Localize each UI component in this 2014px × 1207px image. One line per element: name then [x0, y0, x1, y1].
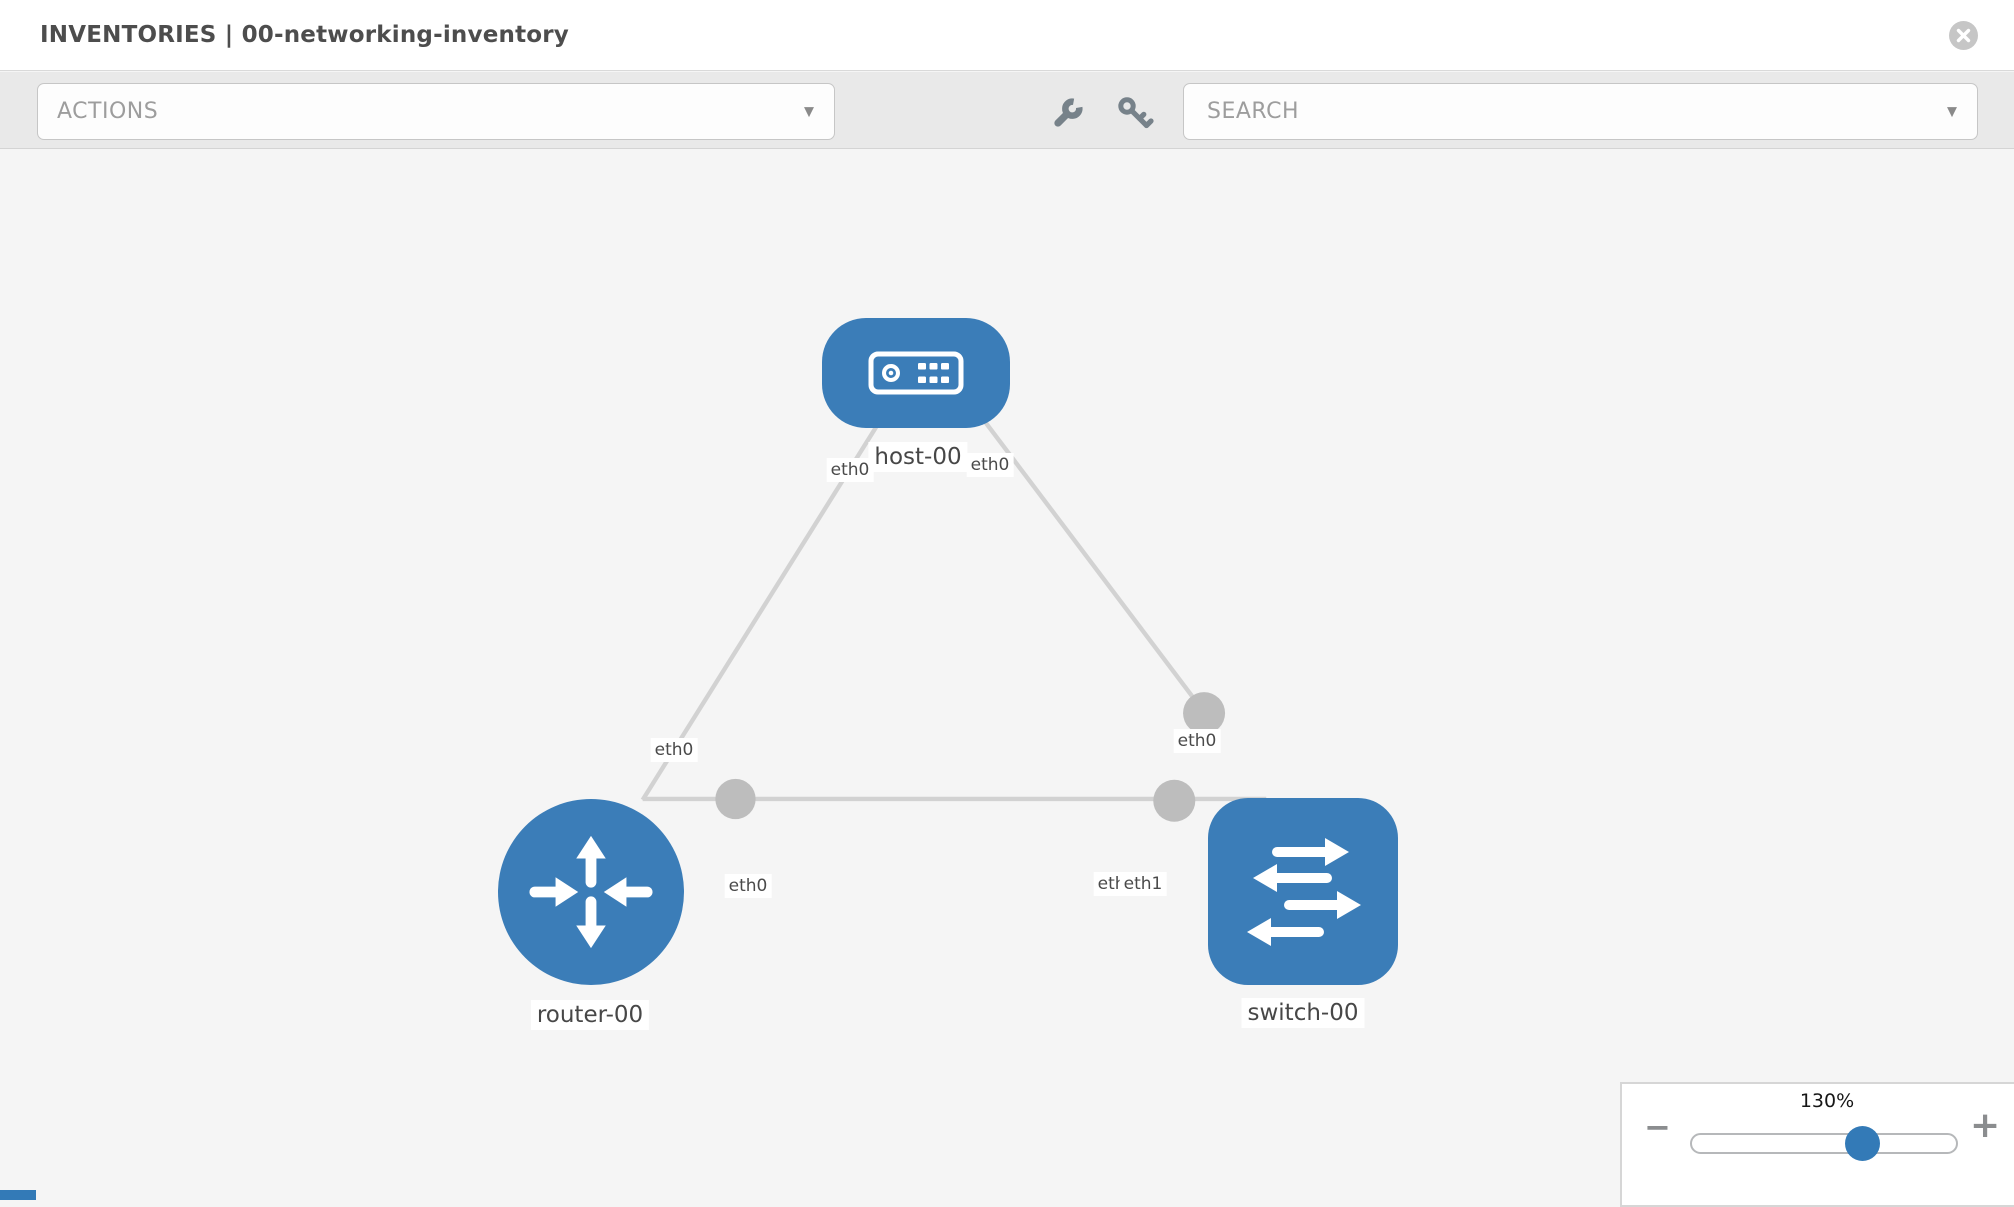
panel-header: INVENTORIES | 00-networking-inventory	[0, 0, 2014, 71]
interface-label-eth0-router-link: eth0	[650, 738, 698, 762]
chevron-down-icon: ▼	[804, 104, 814, 119]
zoom-in-button[interactable]: +	[1970, 1105, 2001, 1146]
interface-label-eth0-host-right: eth0	[966, 453, 1014, 477]
interface-label-eth0-host-left: eth0	[826, 458, 874, 482]
zoom-slider-handle[interactable]	[1845, 1126, 1880, 1161]
router-icon	[529, 835, 653, 949]
node-label-host-00: host-00	[868, 442, 968, 472]
zoom-control-panel: 130% − +	[1620, 1082, 2014, 1207]
zoom-slider-track[interactable]	[1690, 1133, 1958, 1154]
interface-label-eth0-router-right: eth0	[724, 874, 772, 898]
host-icon	[868, 351, 964, 395]
node-label-router-00: router-00	[530, 1000, 650, 1030]
switch-icon	[1247, 837, 1361, 946]
search-dropdown-label: SEARCH	[1207, 99, 1300, 124]
configure-button[interactable]	[1043, 92, 1089, 138]
key-icon	[1118, 97, 1154, 129]
interface-label-eth1-switch-left: eth1	[1119, 872, 1167, 896]
node-switch-00[interactable]	[1208, 798, 1398, 985]
actions-dropdown[interactable]: ACTIONS ▼	[37, 83, 835, 140]
partial-blue-element	[0, 1190, 36, 1200]
zoom-out-button[interactable]: −	[1644, 1108, 1671, 1146]
actions-dropdown-label: ACTIONS	[57, 99, 159, 124]
interface-connector-switch-left[interactable]	[1153, 779, 1196, 822]
page-title: INVENTORIES | 00-networking-inventory	[40, 22, 569, 48]
credentials-button[interactable]	[1113, 92, 1159, 138]
node-router-00[interactable]	[498, 799, 684, 985]
interface-connector-router-right[interactable]	[715, 778, 756, 820]
interface-label-eth0-switch-top: eth0	[1173, 729, 1221, 753]
node-host-00[interactable]	[822, 318, 1010, 428]
node-label-switch-00: switch-00	[1241, 998, 1365, 1028]
interface-connector-switch-top[interactable]	[1183, 692, 1226, 735]
close-icon	[1956, 28, 1971, 43]
topology-links-layer	[640, 343, 1267, 822]
search-dropdown[interactable]: SEARCH ▼	[1183, 83, 1978, 140]
toolbar: ACTIONS ▼ SEARCH ▼	[0, 72, 2014, 149]
chevron-down-icon: ▼	[1947, 104, 1957, 119]
close-button[interactable]	[1949, 21, 1978, 50]
zoom-level-value: 130%	[1799, 1090, 1855, 1112]
wrench-icon	[1054, 98, 1083, 127]
topology-canvas[interactable]: host-00 router-00 switch-00 eth0 eth0 et…	[0, 150, 2014, 1200]
